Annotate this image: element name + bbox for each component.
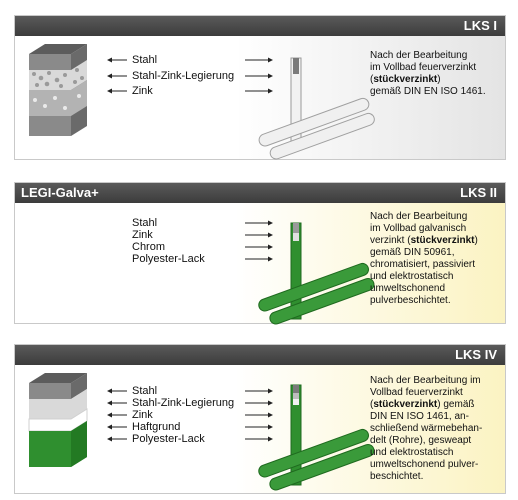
arrows-right — [245, 220, 273, 262]
layer-label: Haftgrund — [132, 421, 181, 433]
layer-label: Zink — [132, 85, 153, 97]
panel-title: LEGI-Galva+ — [21, 185, 99, 200]
tube-illustration — [258, 222, 375, 325]
arrows-right — [245, 57, 273, 94]
panel-header: LEGI-Galva+ LKS II — [15, 183, 505, 203]
layer-label: Stahl — [132, 54, 158, 66]
panel-code: LKS I — [463, 18, 497, 33]
layer-label: Stahl-Zink-Legierung — [132, 70, 235, 82]
panel-code: LKS II — [460, 185, 497, 200]
description: Nach der Bearbeitung im Vollbad feuerver… — [370, 375, 483, 482]
zinc-cube-illustration — [29, 44, 87, 136]
panel-body: Stahl Zink Chrom Polyester-Lack Nach der… — [15, 203, 505, 325]
arrows-left — [107, 57, 127, 94]
layer-label: Stahl — [132, 217, 158, 229]
arrows-right — [245, 388, 273, 442]
layer-label: Polyester-Lack — [132, 433, 205, 445]
layer-label: Stahl — [132, 385, 158, 397]
coated-cube-illustration — [28, 373, 88, 467]
panel-body: Stahl Stahl-Zink-Legierung Zink Haftgrun… — [15, 365, 505, 493]
tube-illustration — [258, 384, 375, 491]
description: Nach der Bearbeitung im Vollbad feuerver… — [370, 50, 486, 97]
panel-body: Stahl Stahl-Zink-Legierung Zink Nach der… — [15, 36, 505, 160]
panel-lks-2: LEGI-Galva+ LKS II Stahl Zink Chrom Poly… — [14, 182, 506, 325]
panel-lks-4: LKS IV Stahl Stahl-Zink-Legierung Zink H… — [14, 344, 506, 494]
layer-label: Polyester-Lack — [132, 253, 205, 265]
layer-label: Zink — [132, 409, 153, 421]
panel-code: LKS IV — [455, 347, 497, 362]
tube-illustration — [258, 57, 375, 160]
description: Nach der Bearbeitung im Vollbad galvanis… — [370, 211, 478, 306]
panel-header: LKS I — [15, 16, 505, 36]
layer-label: Stahl-Zink-Legierung — [132, 397, 235, 409]
arrows-left — [107, 388, 127, 442]
layer-label: Chrom — [132, 241, 166, 253]
layer-label: Zink — [132, 229, 153, 241]
panel-header: LKS IV — [15, 345, 505, 365]
panel-lks-1: LKS I Stahl Stahl-Zink-Legierung Zink — [14, 15, 506, 160]
